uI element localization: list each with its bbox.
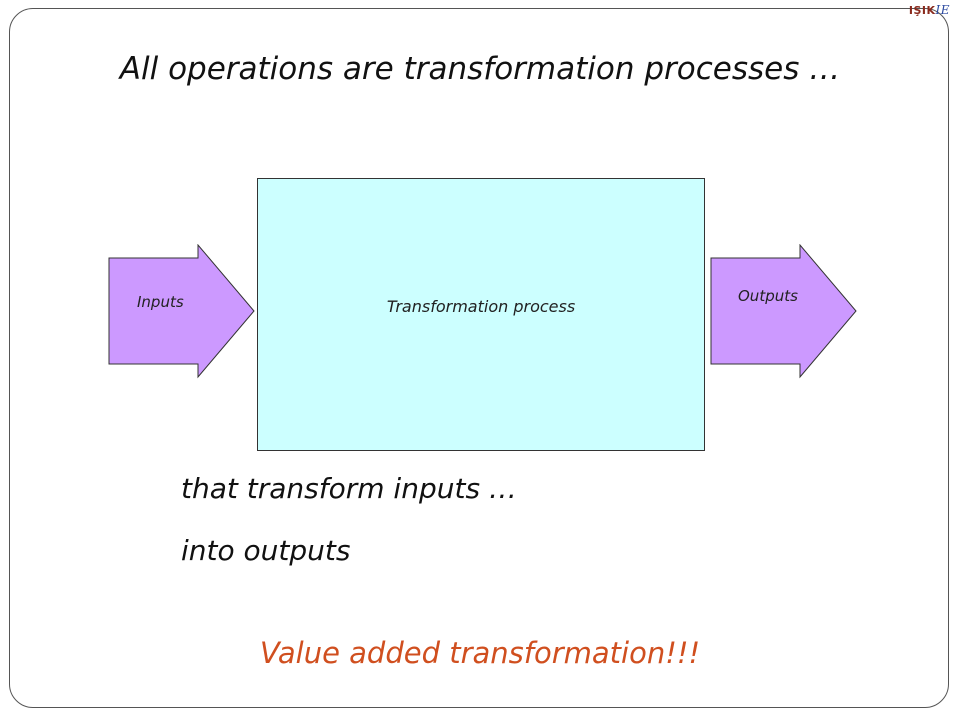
inputs-arrow [108,244,255,379]
value-added-conclusion: Value added transformation!!! [259,636,701,670]
outputs-arrow [710,244,857,379]
line-into-outputs: into outputs [181,534,351,567]
outputs-label: Outputs [738,287,798,305]
inputs-label: Inputs [137,293,184,311]
transformation-process-box [257,178,705,451]
slide-title: All operations are transformation proces… [119,51,841,87]
logo-sub-text: IE [935,3,950,17]
transformation-process-label: Transformation process [386,297,576,316]
line-transform-inputs: that transform inputs … [181,472,517,505]
logo: IŞIKIE [909,3,950,17]
logo-main-text: IŞIK [908,4,936,17]
